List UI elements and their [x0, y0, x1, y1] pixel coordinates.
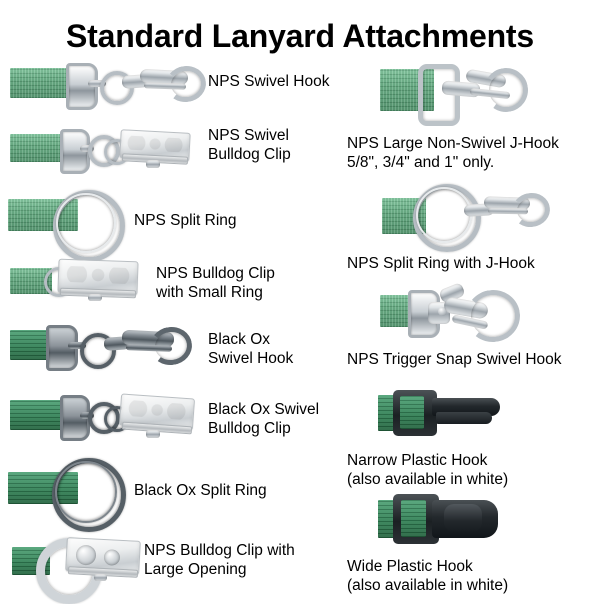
caption-nps-split-ring: NPS Split Ring: [134, 212, 237, 229]
caption-nps-large-non-swivel-j-hook: NPS Large Non-Swivel J-Hook 5/8", 3/4" a…: [347, 135, 559, 171]
page-title: Standard Lanyard Attachments: [66, 18, 534, 54]
caption-black-ox-swivel-bulldog-clip: Black Ox Swivel Bulldog Clip: [208, 401, 320, 437]
caption-narrow-plastic-hook: Narrow Plastic Hook (also available in w…: [347, 452, 509, 488]
caption-nps-trigger-snap-swivel-hook: NPS Trigger Snap Swivel Hook: [347, 351, 562, 368]
caption-nps-bulldog-clip-small-ring: NPS Bulldog Clip with Small Ring: [156, 265, 275, 301]
caption-nps-swivel-bulldog-clip: NPS Swivel Bulldog Clip: [208, 127, 291, 163]
caption-nps-split-ring-with-j-hook: NPS Split Ring with J-Hook: [347, 255, 535, 272]
caption-nps-swivel-hook: NPS Swivel Hook: [208, 73, 330, 90]
caption-nps-bulldog-clip-large-opening: NPS Bulldog Clip with Large Opening: [144, 542, 295, 578]
caption-black-ox-split-ring: Black Ox Split Ring: [134, 482, 267, 499]
caption-wide-plastic-hook: Wide Plastic Hook (also available in whi…: [347, 558, 509, 594]
caption-black-ox-swivel-hook: Black Ox Swivel Hook: [208, 331, 294, 367]
